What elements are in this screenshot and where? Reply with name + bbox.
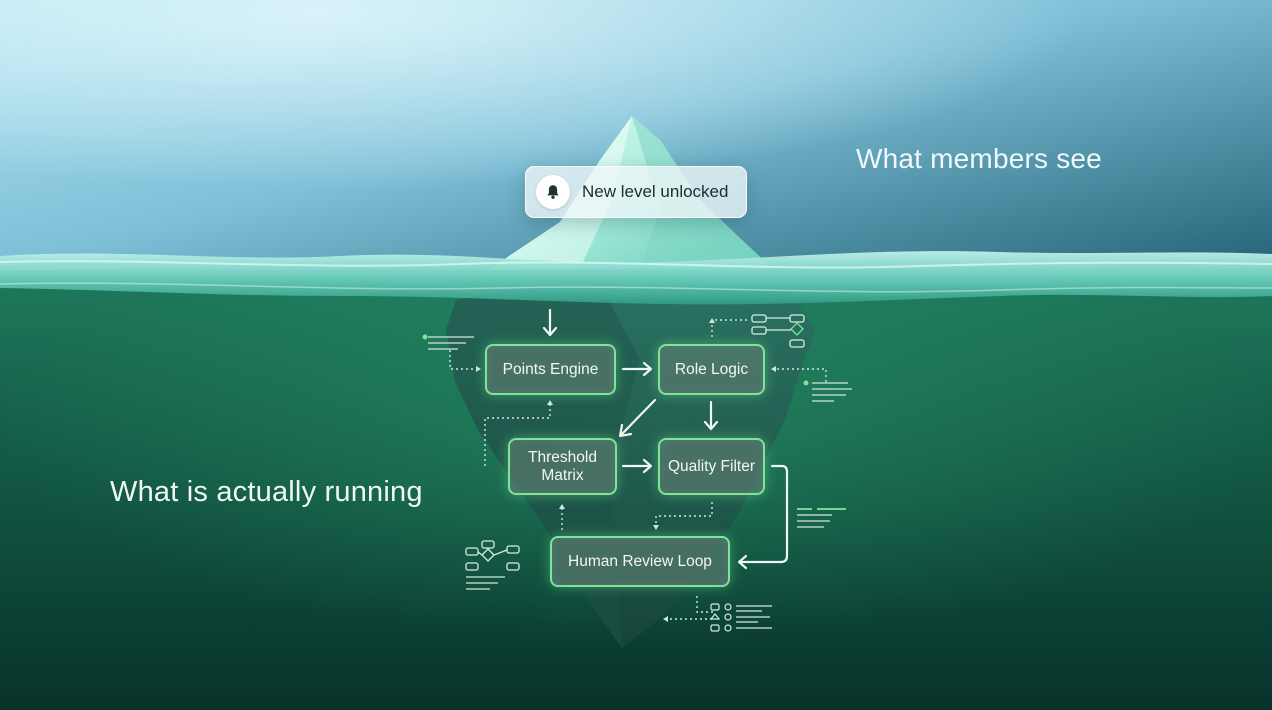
node-points-engine[interactable]: Points Engine — [485, 344, 616, 395]
bell-icon — [536, 175, 570, 209]
node-quality-filter[interactable]: Quality Filter — [658, 438, 765, 495]
node-threshold-matrix[interactable]: Threshold Matrix — [508, 438, 617, 495]
mini-list-lower-right — [709, 603, 732, 632]
label-what-members-see: What members see — [856, 143, 1102, 174]
mini-flowchart-lower-left — [465, 540, 520, 571]
arrow-quality-to-human — [738, 464, 789, 564]
node-human-review-loop[interactable]: Human Review Loop — [550, 536, 730, 587]
mini-flowchart-top-right — [751, 314, 805, 348]
notification-text: New level unlocked — [582, 182, 729, 201]
notification-card[interactable]: New level unlocked — [525, 166, 747, 218]
label-what-is-running: What is actually running — [110, 476, 423, 508]
node-role-logic[interactable]: Role Logic — [658, 344, 765, 395]
arrow-role-to-threshold — [620, 398, 657, 436]
